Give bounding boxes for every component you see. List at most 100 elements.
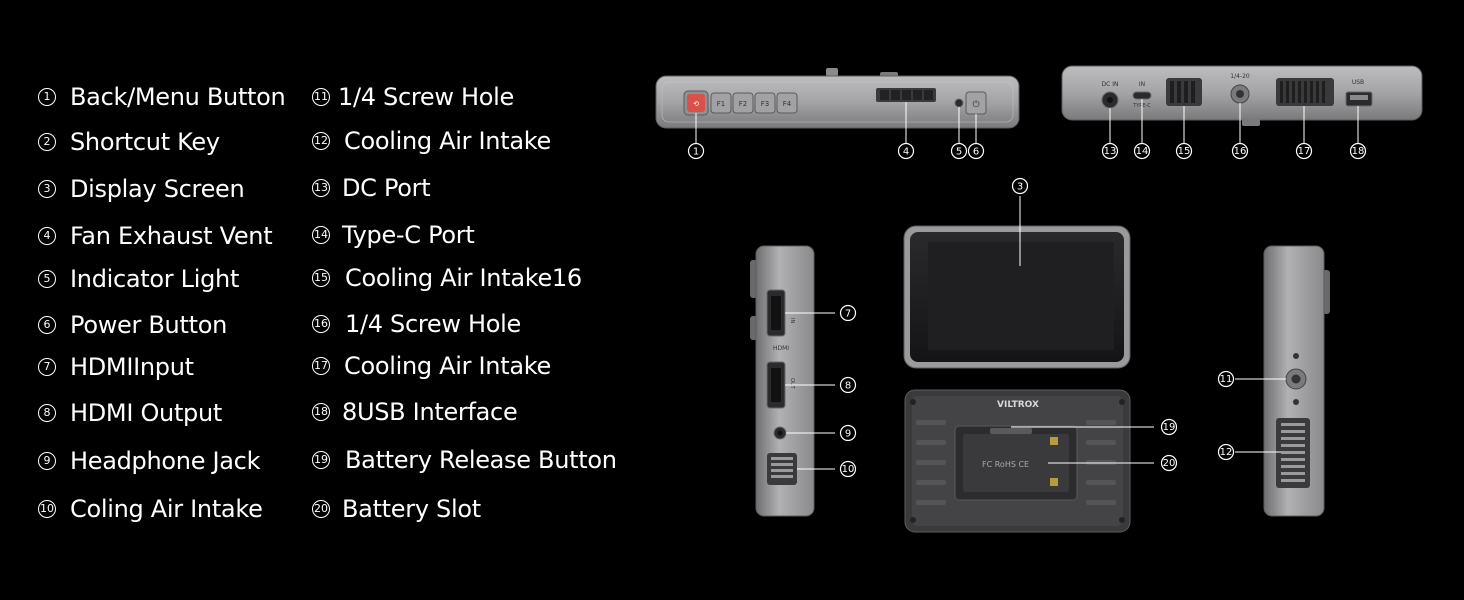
callout-9: 9 <box>839 424 857 442</box>
device-right-side-view <box>1235 245 1330 517</box>
legend-label: Battery Slot <box>342 495 481 523</box>
callout-15: 15 <box>1175 142 1193 160</box>
legend-label: HDMIInput <box>70 353 194 381</box>
legend-item: 1 Back/Menu Button <box>38 82 286 112</box>
legend-label: Cooling Air Intake <box>344 352 551 380</box>
svg-text:13: 13 <box>1104 146 1117 157</box>
device-left-side-view: IN HDMI OUT <box>750 245 835 517</box>
svg-text:9: 9 <box>845 429 851 440</box>
legend-number: 12 <box>312 132 330 150</box>
legend-label: Power Button <box>70 311 227 339</box>
svg-text:20: 20 <box>1163 458 1176 469</box>
legend-number: 19 <box>312 451 330 469</box>
svg-text:F2: F2 <box>739 100 747 108</box>
svg-text:19: 19 <box>1163 422 1176 433</box>
device-back-view: VILTROX FC RoHS CE <box>904 389 1154 533</box>
callout-14: 14 <box>1133 142 1151 160</box>
fan-exhaust-vent <box>876 88 936 102</box>
legend-item: 14 Type-C Port <box>312 220 475 250</box>
svg-text:IN: IN <box>1139 81 1145 88</box>
svg-text:IN: IN <box>789 318 795 323</box>
callout-20: 20 <box>1160 454 1178 472</box>
type-c-port <box>1132 91 1152 100</box>
svg-text:⏻: ⏻ <box>972 99 979 110</box>
svg-text:1/4-20: 1/4-20 <box>1230 73 1250 80</box>
legend-number: 14 <box>312 226 330 244</box>
callout-6: 6 <box>967 142 985 160</box>
legend-item: 16 1/4 Screw Hole <box>312 309 521 339</box>
legend-number: 1 <box>38 88 56 106</box>
legend-label: Indicator Light <box>70 265 240 293</box>
legend-label: Display Screen <box>70 175 245 203</box>
device-top-view: ⟲ F1 F2 F3 F4 ⏻ <box>655 68 1020 143</box>
legend-number: 16 <box>312 315 330 333</box>
shortcut-key-f2: F2 <box>732 92 754 114</box>
callout-16: 16 <box>1231 142 1249 160</box>
legend-label: Headphone Jack <box>70 447 261 475</box>
cooling-air-intake-17 <box>1276 78 1334 106</box>
legend-label: Fan Exhaust Vent <box>70 222 273 250</box>
svg-text:11: 11 <box>1220 374 1233 385</box>
legend-number: 11 <box>312 88 330 106</box>
svg-text:3: 3 <box>1017 182 1023 193</box>
svg-text:16: 16 <box>1234 146 1247 157</box>
legend-number: 20 <box>312 500 330 518</box>
battery-release-button <box>990 428 1032 434</box>
svg-text:FC RoHS CE: FC RoHS CE <box>982 460 1029 469</box>
legend-label: DC Port <box>342 174 431 202</box>
shortcut-key-f1: F1 <box>710 92 732 114</box>
legend-number: 3 <box>38 180 56 198</box>
cooling-air-intake-10 <box>767 453 797 485</box>
back-menu-button: ⟲ <box>683 90 709 116</box>
legend-label: Type-C Port <box>342 221 475 249</box>
device-ports-view: DC IN IN TYPE-C 1/4-20 USB <box>1061 65 1423 143</box>
legend-item: 20 Battery Slot <box>312 494 481 524</box>
legend-number: 2 <box>38 133 56 151</box>
callout-8: 8 <box>839 376 857 394</box>
svg-text:10: 10 <box>842 464 855 475</box>
legend-item: 9 Headphone Jack <box>38 446 260 476</box>
legend-label: Cooling Air Intake16 <box>345 264 582 292</box>
legend-number: 9 <box>38 452 56 470</box>
cooling-air-intake-15 <box>1166 78 1202 106</box>
callout-3: 3 <box>1011 177 1029 195</box>
callout-13: 13 <box>1101 142 1119 160</box>
legend-number: 4 <box>38 227 56 245</box>
callout-12: 12 <box>1217 443 1235 461</box>
callout-7: 7 <box>839 304 857 322</box>
legend-item: 19 Battery Release Button <box>312 445 617 475</box>
svg-text:8: 8 <box>845 381 851 392</box>
svg-text:F1: F1 <box>717 100 725 108</box>
svg-text:OUT: OUT <box>789 378 795 390</box>
legend-label: Shortcut Key <box>70 128 220 156</box>
legend-item: 6 Power Button <box>38 310 227 340</box>
svg-text:12: 12 <box>1220 447 1233 458</box>
legend-label: 1/4 Screw Hole <box>345 310 522 338</box>
svg-text:HDMI: HDMI <box>773 345 789 352</box>
callout-17: 17 <box>1295 142 1313 160</box>
legend-number: 10 <box>38 500 56 518</box>
legend-label: Back/Menu Button <box>70 83 286 111</box>
svg-text:6: 6 <box>973 147 979 158</box>
legend-item: 11 1/4 Screw Hole <box>312 82 514 112</box>
svg-text:15: 15 <box>1178 146 1191 157</box>
legend-label: Battery Release Button <box>345 446 617 474</box>
svg-text:4: 4 <box>903 147 909 158</box>
svg-text:5: 5 <box>956 147 962 158</box>
legend-label: 8USB Interface <box>342 398 518 426</box>
callout-19: 19 <box>1160 418 1178 436</box>
callout-10: 10 <box>839 460 857 478</box>
legend-number: 6 <box>38 316 56 334</box>
callout-18: 18 <box>1349 142 1367 160</box>
device-front-view <box>903 196 1131 369</box>
svg-text:1: 1 <box>693 147 699 158</box>
legend-label: 1/4 Screw Hole <box>338 83 515 111</box>
svg-text:18: 18 <box>1352 146 1365 157</box>
